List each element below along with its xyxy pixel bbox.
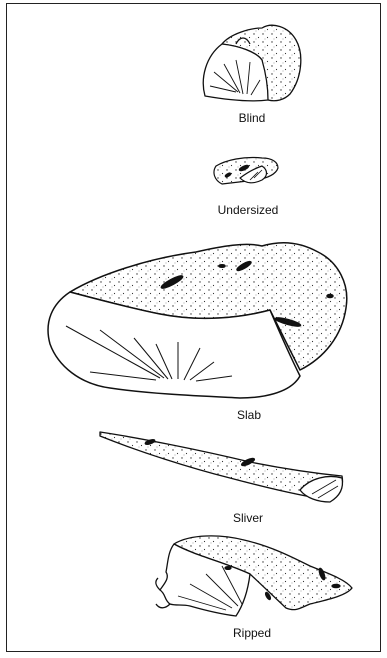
label-ripped: Ripped xyxy=(192,626,312,640)
label-blind: Blind xyxy=(192,111,312,125)
undersized-chip-drawing xyxy=(214,157,278,184)
label-slab: Slab xyxy=(189,408,309,422)
ripped-chip-drawing xyxy=(156,536,352,616)
label-undersized: Undersized xyxy=(188,203,308,217)
label-sliver: Sliver xyxy=(188,511,308,525)
slab-chip-drawing xyxy=(48,243,347,398)
sliver-chip-drawing xyxy=(100,432,343,502)
blind-chip-drawing xyxy=(203,25,301,100)
